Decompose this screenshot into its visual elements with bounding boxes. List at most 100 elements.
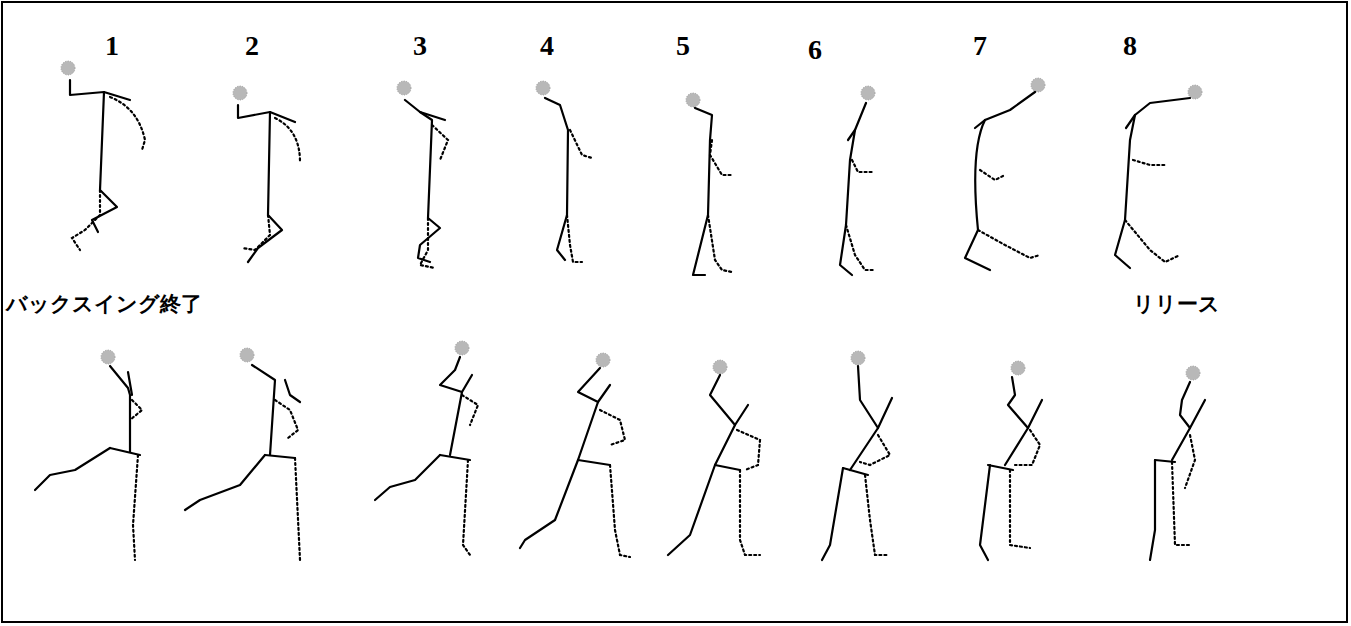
limb-line: [110, 97, 145, 150]
bottom-figure-6: [822, 351, 892, 560]
ball: [101, 350, 115, 364]
limb-line: [865, 475, 888, 555]
top-figure-3: [397, 81, 448, 268]
limb-line: [860, 435, 890, 465]
limb-line: [693, 108, 712, 275]
limb-line: [852, 160, 872, 172]
frame-number: 4: [540, 30, 554, 62]
ball: [851, 351, 865, 365]
limb-line: [462, 395, 478, 425]
phase-label: バックスイング終了: [6, 290, 202, 318]
limb-line: [1010, 470, 1030, 548]
bottom-figure-8: [1150, 366, 1205, 560]
limb-line: [520, 460, 578, 548]
limb-line: [1028, 400, 1042, 428]
limb-line: [822, 468, 843, 560]
limb-line: [570, 130, 592, 158]
limb-line: [975, 120, 985, 128]
frame-number: 1: [105, 30, 119, 62]
bottom-figure-4: [520, 353, 630, 557]
limb-line: [265, 455, 295, 458]
limb-line: [545, 98, 568, 260]
limb-line: [980, 465, 990, 560]
limb-line: [578, 460, 610, 465]
limb-line: [72, 190, 100, 250]
limb-line: [275, 118, 300, 162]
phase-label: リリース: [1133, 290, 1220, 318]
top-figure-1: [61, 61, 145, 250]
limb-line: [405, 100, 440, 262]
ball: [240, 348, 254, 362]
top-figure-7: [965, 78, 1045, 270]
top-figure-4: [536, 81, 592, 262]
limb-line: [110, 366, 130, 452]
limb-line: [846, 225, 875, 270]
bottom-figure-3: [375, 341, 478, 555]
limb-line: [1150, 460, 1155, 560]
frame-number: 5: [676, 30, 690, 62]
ball: [455, 341, 469, 355]
limb-line: [1185, 435, 1195, 488]
limb-line: [668, 465, 715, 555]
limb-line: [1005, 377, 1028, 465]
frame-number: 6: [808, 34, 822, 66]
limb-line: [242, 215, 270, 250]
limb-line: [878, 398, 892, 428]
limb-line: [600, 410, 625, 445]
limb-line: [737, 430, 760, 470]
limb-line: [420, 112, 445, 120]
limb-line: [1172, 382, 1190, 460]
limb-line: [252, 365, 275, 455]
ball: [61, 61, 75, 75]
limb-line: [275, 400, 298, 438]
limb-line: [735, 405, 748, 425]
limb-line: [708, 215, 732, 272]
frame-number: 7: [973, 30, 987, 62]
limb-line: [610, 465, 630, 557]
ball: [1186, 366, 1200, 380]
ball: [536, 81, 550, 95]
limb-line: [238, 105, 295, 122]
limb-line: [598, 385, 610, 402]
limb-line: [70, 80, 130, 100]
limb-line: [128, 372, 132, 395]
top-figure-8: [1115, 85, 1202, 268]
frame-number: 2: [245, 30, 259, 62]
ball: [1031, 78, 1045, 92]
limb-line: [1126, 115, 1135, 128]
bottom-figure-7: [980, 361, 1042, 560]
limb-line: [432, 125, 448, 160]
limb-line: [715, 465, 740, 470]
limb-line: [850, 366, 878, 470]
limb-line: [463, 460, 470, 555]
limb-line: [92, 92, 117, 232]
ball: [397, 81, 411, 95]
limb-line: [440, 455, 470, 460]
limb-line: [133, 455, 138, 560]
limb-line: [440, 357, 462, 455]
ball: [596, 353, 610, 367]
bottom-figure-2: [185, 348, 300, 560]
limb-line: [185, 455, 265, 510]
limb-line: [978, 230, 1040, 258]
bottom-figure-5: [668, 360, 760, 555]
limb-line: [110, 448, 140, 455]
frame-number: 3: [413, 30, 427, 62]
ball: [861, 86, 875, 100]
limb-line: [375, 455, 440, 500]
limb-line: [1133, 160, 1165, 165]
ball: [233, 86, 247, 100]
limb-line: [462, 375, 472, 392]
frame-number: 8: [1123, 30, 1137, 62]
ball: [713, 360, 727, 374]
limb-line: [567, 215, 582, 262]
limb-line: [1125, 220, 1180, 262]
limb-line: [130, 400, 142, 420]
limb-line: [1190, 400, 1205, 428]
limb-line: [1115, 98, 1190, 268]
limb-line: [295, 458, 300, 560]
limb-line: [35, 448, 110, 490]
top-figure-6: [840, 86, 875, 275]
limb-line: [710, 375, 735, 465]
